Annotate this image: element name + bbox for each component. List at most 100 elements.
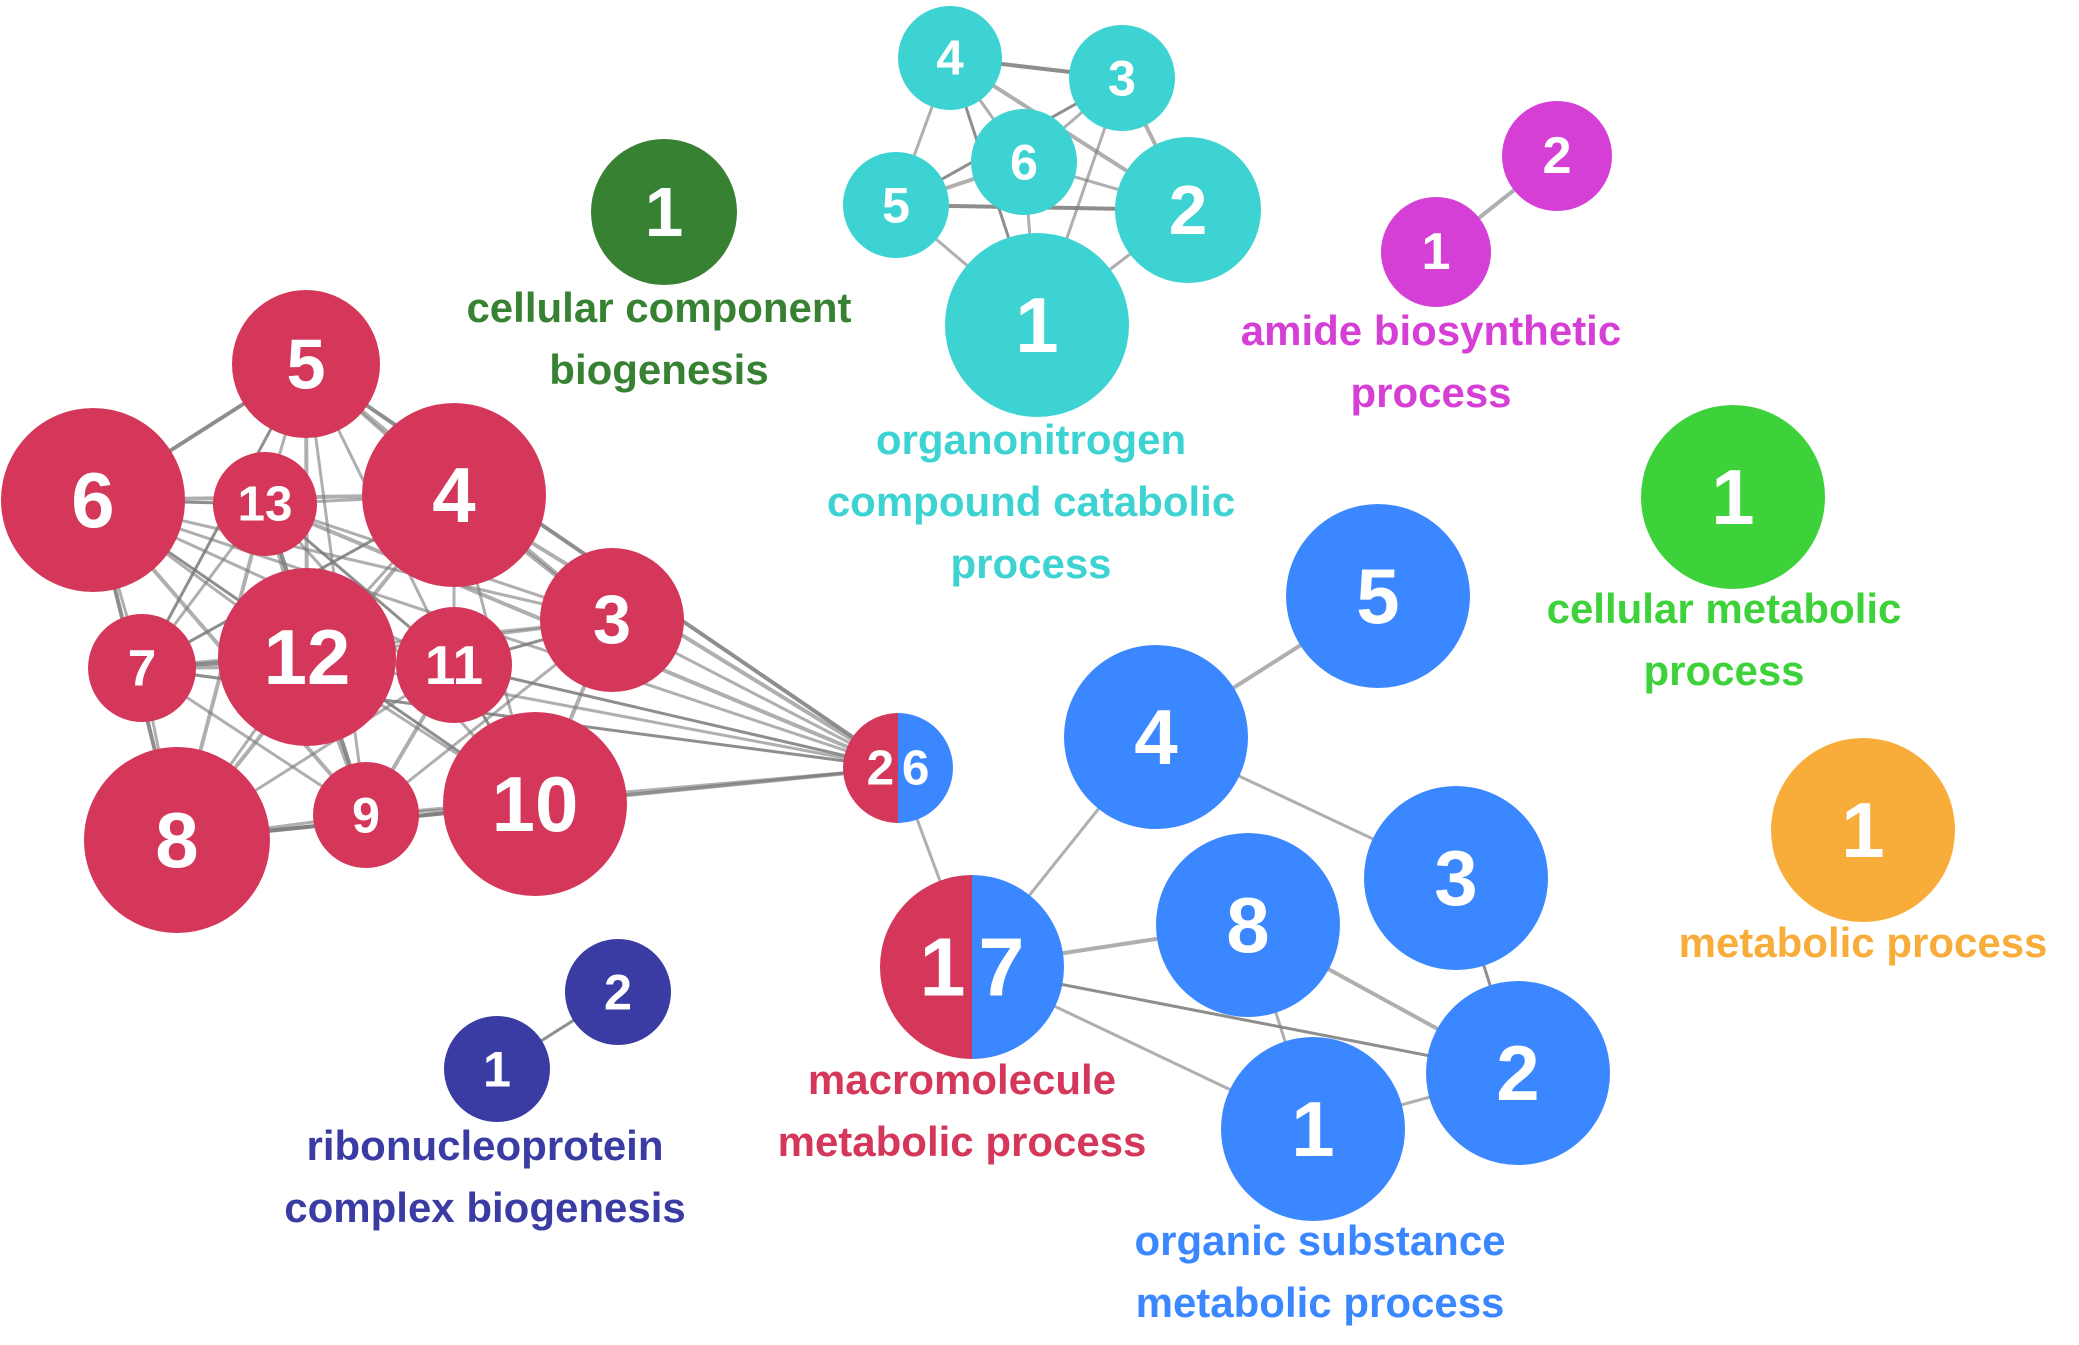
node-m2-number: 2 [1542, 127, 1571, 185]
cluster-label-dark_green-line-1: biogenesis [549, 346, 768, 393]
node-g1-circle [591, 139, 737, 285]
cluster-label-red-line-0: macromolecule [808, 1056, 1116, 1103]
node-r9: 9 [313, 762, 419, 868]
node-c3-circle [1069, 25, 1175, 131]
node-m2-circle [1502, 101, 1612, 211]
node-c1: 1 [945, 233, 1129, 417]
node-s26-number-right: 6 [902, 741, 930, 796]
cluster-label-magenta-line-0: amide biosynthetic [1241, 307, 1621, 354]
node-r9-number: 9 [352, 787, 380, 844]
node-lg1-number: 1 [1711, 453, 1754, 541]
edge-s26-r11 [453, 663, 899, 770]
cluster-label-orange-line-0: metabolic process [1679, 919, 2048, 966]
node-r13: 13 [213, 452, 317, 556]
node-r9-circle [313, 762, 419, 868]
cluster-label-cyan-line-2: process [950, 540, 1111, 587]
node-c5-circle [843, 152, 949, 258]
node-o1-circle [1771, 738, 1955, 922]
node-r11-number: 11 [425, 634, 483, 696]
node-r4: 4 [362, 403, 546, 587]
node-c2: 2 [1115, 137, 1261, 283]
node-r5-number: 5 [286, 325, 325, 404]
node-r7: 7 [88, 614, 196, 722]
node-r6: 6 [1, 408, 185, 592]
node-s26-right-half [898, 713, 953, 823]
node-b2-circle [1426, 981, 1610, 1165]
node-b8-number: 8 [1226, 881, 1269, 969]
node-g1: 1 [591, 139, 737, 285]
label-layer: macromolecule metabolic process organonitr… [284, 284, 2047, 1326]
node-c3-number: 3 [1108, 50, 1136, 107]
cluster-label-cyan-line-0: organonitrogen [876, 416, 1186, 463]
node-c1-number: 1 [1015, 281, 1058, 369]
node-s26-number-left: 2 [867, 741, 895, 796]
node-r8-number: 8 [155, 796, 198, 884]
node-b5-number: 5 [1356, 552, 1399, 640]
cluster-label-cyan: organonitrogen compound catabolic process [827, 416, 1235, 587]
node-n1: 1 [444, 1016, 550, 1122]
node-c1-circle [945, 233, 1129, 417]
node-b4: 4 [1064, 645, 1248, 829]
node-r11-circle [396, 607, 512, 723]
node-c2-number: 2 [1169, 171, 1208, 249]
node-r10-circle [443, 712, 627, 896]
node-r11: 11 [396, 607, 512, 723]
node-s17-left-half [880, 875, 972, 1059]
node-r4-number: 4 [432, 451, 475, 539]
edge-s17-b2 [971, 965, 1519, 1075]
node-b2: 2 [1426, 981, 1610, 1165]
node-b8: 8 [1156, 833, 1340, 1017]
node-b3-number: 3 [1434, 834, 1477, 922]
node-m1-number: 1 [1421, 223, 1450, 281]
cluster-label-green: cellular metabolic process [1547, 585, 1902, 694]
node-b3: 3 [1364, 786, 1548, 970]
node-b4-circle [1064, 645, 1248, 829]
node-r12-number: 12 [264, 613, 351, 701]
cluster-label-cyan-line-1: compound catabolic [827, 478, 1235, 525]
node-c4-number: 4 [936, 31, 964, 86]
node-b3-circle [1364, 786, 1548, 970]
node-r8-circle [84, 747, 270, 933]
node-c6-circle [971, 109, 1077, 215]
node-n2-circle [565, 939, 671, 1045]
cluster-label-red-line-1: metabolic process [778, 1118, 1147, 1165]
node-g1-number: 1 [645, 173, 684, 251]
node-s17-right-half [972, 875, 1064, 1059]
cluster-label-green-line-1: process [1643, 647, 1804, 694]
cluster-label-red: macromolecule metabolic process [778, 1056, 1147, 1165]
node-c4-circle [898, 6, 1002, 110]
cluster-label-green-line-0: cellular metabolic [1547, 585, 1902, 632]
node-r13-circle [213, 452, 317, 556]
node-b5-circle [1286, 504, 1470, 688]
node-r7-circle [88, 614, 196, 722]
node-s17-number-right: 7 [978, 921, 1024, 1014]
node-r8: 8 [84, 747, 270, 933]
node-b4-number: 4 [1134, 693, 1177, 781]
node-b1-circle [1221, 1037, 1405, 1221]
node-r7-number: 7 [128, 640, 157, 697]
node-r6-number: 6 [71, 456, 114, 544]
node-c5-number: 5 [882, 177, 910, 234]
node-r3-circle [540, 548, 684, 692]
node-lg1: 1 [1641, 405, 1825, 589]
node-o1: 1 [1771, 738, 1955, 922]
node-c5: 5 [843, 152, 949, 258]
node-m1: 1 [1381, 197, 1491, 307]
node-n2-number: 2 [604, 964, 632, 1021]
cluster-label-navy-line-0: ribonucleoprotein [307, 1122, 664, 1169]
node-n1-circle [444, 1016, 550, 1122]
node-lg1-circle [1641, 405, 1825, 589]
node-b1: 1 [1221, 1037, 1405, 1221]
node-c2-circle [1115, 137, 1261, 283]
node-s26-left-half [843, 713, 898, 823]
node-r12: 12 [218, 568, 396, 746]
cluster-label-navy-line-1: complex biogenesis [284, 1184, 685, 1231]
node-m2: 2 [1502, 101, 1612, 211]
node-b1-number: 1 [1291, 1085, 1334, 1173]
